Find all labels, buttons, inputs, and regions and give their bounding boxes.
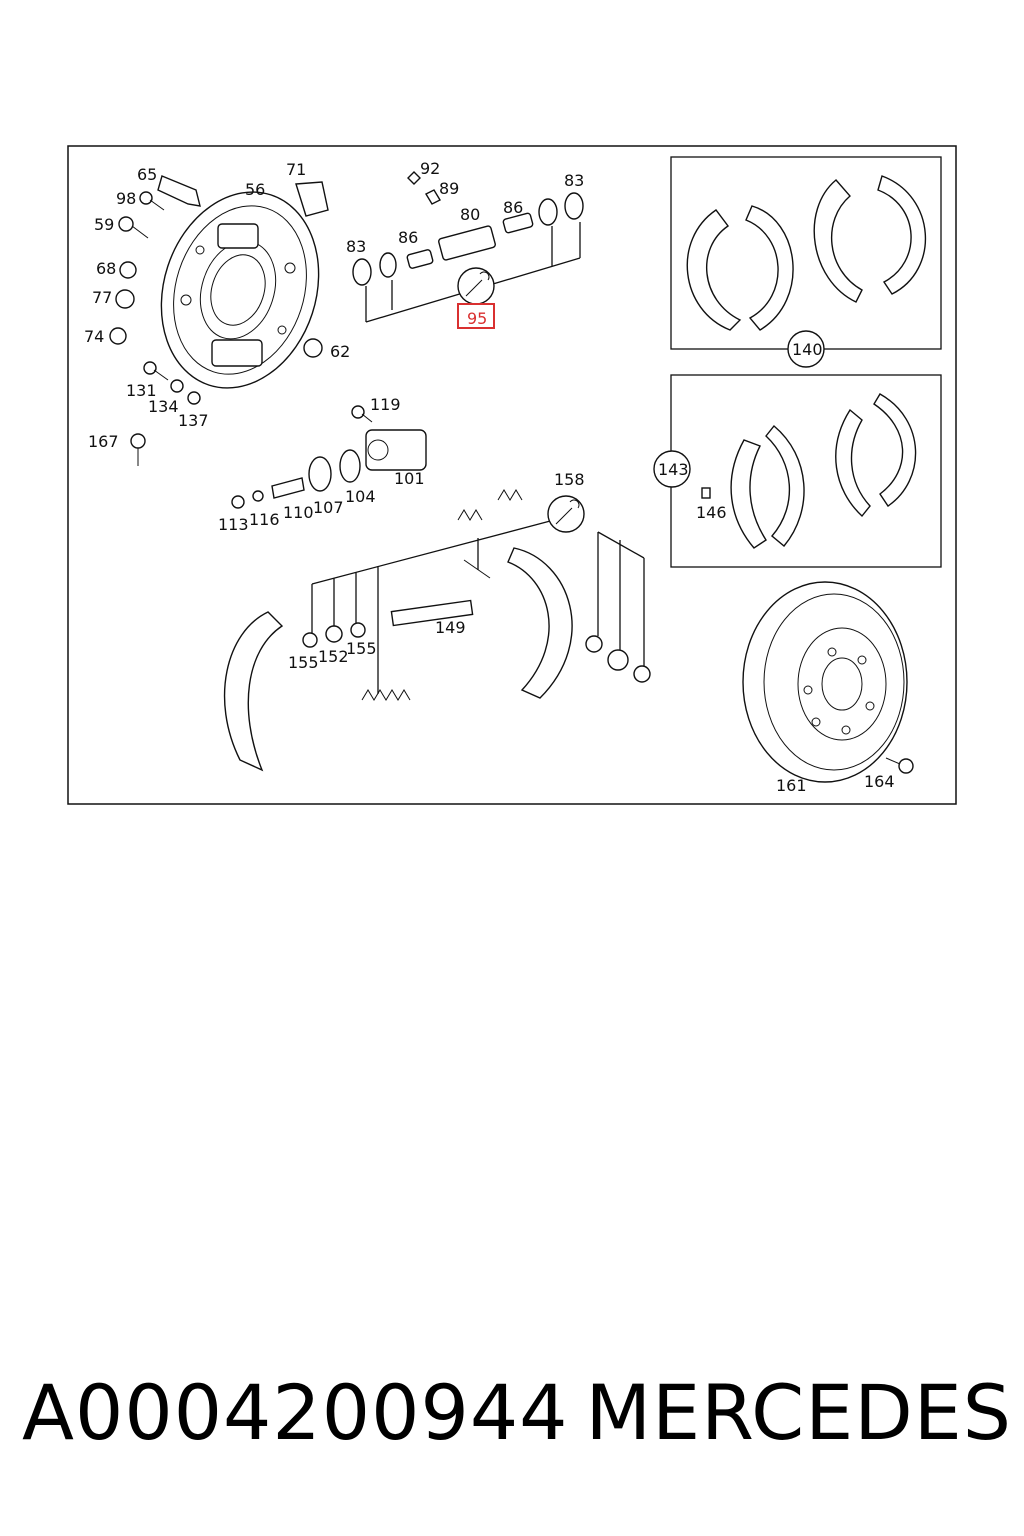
nut-62	[303, 338, 323, 358]
springs	[361, 489, 523, 701]
wheel-cylinder-101	[231, 405, 427, 509]
part-right-3	[633, 665, 651, 683]
bolt-59	[118, 216, 149, 239]
callout-71: 71	[286, 160, 306, 179]
group-bracket-158	[311, 519, 645, 694]
callout-80: 80	[460, 205, 480, 224]
brake-shoe-left	[223, 611, 284, 772]
nut-74	[109, 327, 127, 345]
callout-circle-140	[787, 330, 825, 368]
callout-137: 137	[178, 411, 209, 430]
callout-86-right: 86	[503, 198, 523, 217]
callout-164: 164	[864, 772, 895, 791]
screw-164	[885, 757, 914, 774]
callout-143: 143	[658, 460, 689, 479]
callout-116: 116	[249, 510, 280, 529]
callout-89: 89	[439, 179, 459, 198]
callout-101: 101	[394, 469, 425, 488]
callout-98: 98	[116, 189, 136, 208]
part-number: A0004200944	[22, 1368, 569, 1457]
callout-131: 131	[126, 381, 157, 400]
callout-74: 74	[84, 327, 104, 346]
callout-110: 110	[283, 503, 314, 522]
callout-146: 146	[696, 503, 727, 522]
wheel-nut-155b	[350, 622, 366, 638]
washer-134	[170, 379, 184, 393]
backing-plate	[160, 191, 320, 389]
callout-68: 68	[96, 259, 116, 278]
callout-107: 107	[313, 498, 344, 517]
callout-83-left: 83	[346, 237, 366, 256]
callout-155-left: 155	[288, 653, 319, 672]
callout-65: 65	[137, 165, 157, 184]
callout-113: 113	[218, 515, 249, 534]
callout-140: 140	[792, 340, 823, 359]
bolt-65	[157, 175, 201, 207]
callout-56: 56	[245, 180, 265, 199]
callout-104: 104	[345, 487, 376, 506]
nut-68	[119, 261, 137, 279]
callout-149: 149	[435, 618, 466, 637]
callout-92: 92	[420, 159, 440, 178]
washer-137	[187, 391, 201, 405]
part-right-1	[585, 635, 603, 653]
callout-62: 62	[330, 342, 350, 361]
callout-95: 95	[467, 309, 487, 328]
part-right-2	[607, 649, 629, 671]
callout-152: 152	[318, 647, 349, 666]
clip-71	[295, 181, 329, 217]
callout-circle-143	[653, 450, 691, 488]
callout-167: 167	[88, 432, 119, 451]
callout-158: 158	[554, 470, 585, 489]
bolt-98	[139, 191, 165, 211]
highlight-box-95	[457, 303, 495, 329]
rivet-146	[701, 487, 711, 499]
wheel-cylinder-upper	[352, 171, 584, 286]
wheel-nut-155a	[302, 632, 318, 648]
bolt-131	[143, 361, 169, 381]
brand-name: MERCEDES	[585, 1368, 1012, 1457]
spring-152	[325, 625, 343, 643]
callout-134: 134	[148, 397, 179, 416]
diagram-frame	[67, 145, 957, 805]
wrench-icon	[457, 267, 495, 305]
callout-83-right: 83	[564, 171, 584, 190]
callout-59: 59	[94, 215, 114, 234]
callout-119: 119	[370, 395, 401, 414]
bolt-167	[130, 433, 146, 466]
caption: A0004200944 MERCEDES	[22, 1368, 1012, 1457]
callout-155-right: 155	[346, 639, 377, 658]
nut-77	[115, 289, 135, 309]
wrench-icon-158	[547, 495, 585, 533]
callout-77: 77	[92, 288, 112, 307]
brake-shoe-right	[507, 547, 573, 699]
brake-drum	[742, 581, 908, 783]
callout-86-left: 86	[398, 228, 418, 247]
callout-161: 161	[776, 776, 807, 795]
